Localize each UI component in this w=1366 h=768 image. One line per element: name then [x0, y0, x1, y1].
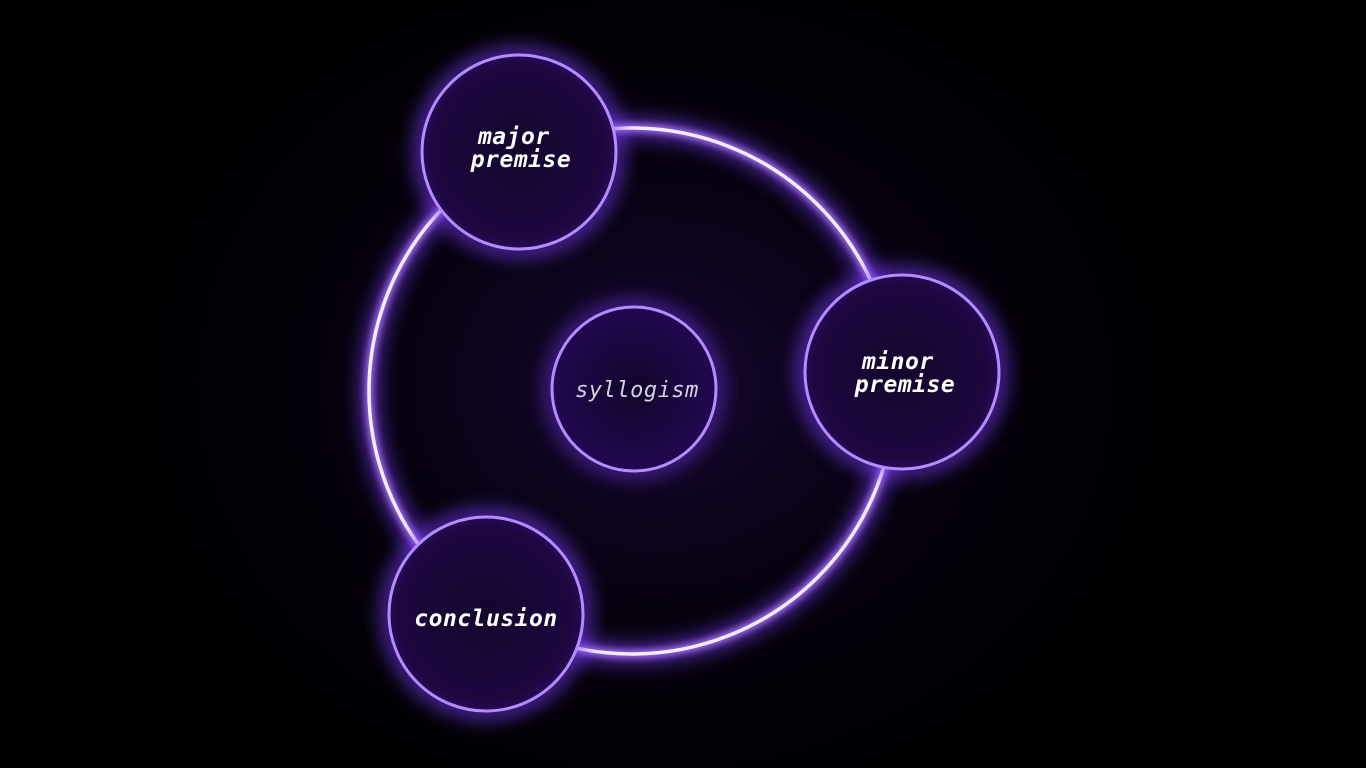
- minor-premise-line-2: premise: [854, 372, 955, 398]
- minor-premise-label: minor premise: [854, 349, 955, 398]
- conclusion-node: conclusion: [380, 508, 592, 720]
- minor-premise-node: minor premise: [796, 266, 1008, 478]
- major-premise-label: major premise: [470, 124, 571, 173]
- major-premise-circle: [420, 53, 618, 251]
- center-node-circle: [550, 305, 718, 473]
- conclusion-circle: [387, 515, 585, 713]
- minor-premise-circle: [803, 273, 1001, 471]
- minor-premise-line-1: minor: [861, 349, 934, 375]
- major-premise-line-1: major: [477, 124, 550, 150]
- center-node: syllogism: [545, 300, 723, 478]
- major-premise-line-2: premise: [470, 147, 571, 173]
- conclusion-label: conclusion: [414, 606, 557, 632]
- center-node-label: syllogism: [575, 378, 699, 403]
- major-premise-node: major premise: [413, 46, 625, 258]
